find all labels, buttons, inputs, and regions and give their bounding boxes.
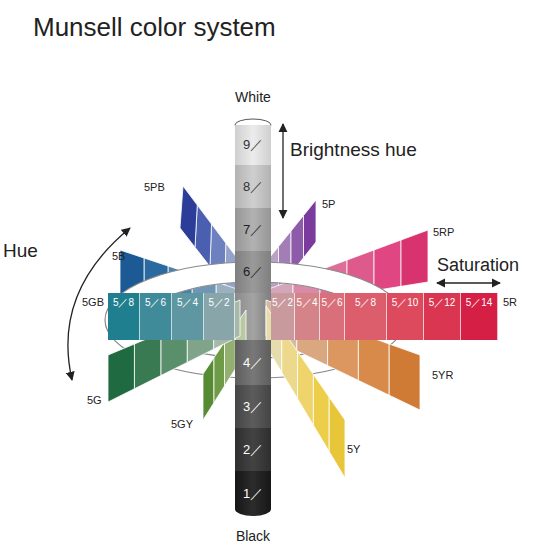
hue-code: 5P: [322, 198, 335, 211]
value-segment: 2／: [235, 428, 271, 471]
color-chip: [108, 344, 134, 402]
hue-code: 5GY: [171, 418, 193, 431]
color-chip: 5／4: [172, 293, 204, 340]
value-segment: 1／: [235, 471, 271, 516]
node-text: 5／10: [392, 296, 419, 310]
color-chip: 5／10: [387, 293, 424, 340]
hue-code: 5YR: [432, 369, 453, 382]
hue-code: 5PB: [144, 181, 165, 194]
node-text: 5／12: [429, 296, 456, 310]
value-segment: 9／: [235, 125, 271, 165]
color-chip: 5／6: [320, 293, 345, 340]
value-segment: 3／: [235, 385, 271, 428]
color-chip: [304, 200, 317, 258]
color-chip: [214, 342, 225, 403]
pole-label: Black: [223, 528, 283, 544]
node-text: 5／4: [177, 296, 198, 310]
hue-code: 5R: [503, 296, 517, 309]
color-chip: [180, 186, 197, 247]
node-text: 8／: [243, 178, 263, 196]
color-chip: [203, 358, 214, 420]
hue-code: 5Y: [347, 443, 360, 456]
color-chip: 5／4: [295, 293, 320, 340]
color-chip: 5／12: [424, 293, 461, 340]
hue-code: 5RP: [433, 226, 454, 239]
color-chip: [298, 352, 314, 426]
color-chip: [329, 397, 345, 478]
color-chip: [374, 240, 401, 291]
color-chip: [134, 333, 160, 389]
color-chip: 5／8: [108, 293, 140, 340]
brightness-arrow: [282, 124, 283, 218]
saturation-arrow: [437, 282, 500, 283]
node-text: 9／: [243, 136, 263, 154]
title: Munsell color system: [33, 12, 276, 43]
hue-code: 5G: [87, 394, 102, 407]
node-text: 5／8: [113, 296, 134, 310]
node-text: 3／: [243, 398, 263, 416]
color-chip: [358, 333, 389, 395]
value-segment: 4／: [235, 340, 271, 385]
node-text: 5／6: [145, 296, 166, 310]
value-segment: 7／: [235, 208, 271, 251]
color-chip: 5／6: [140, 293, 172, 340]
node-text: 2／: [243, 441, 263, 459]
color-chip: [401, 230, 428, 286]
node-text: 7／: [243, 221, 263, 239]
node-text: 5／8: [355, 296, 376, 310]
color-chip: 5／2: [271, 293, 295, 340]
axis-label: Saturation: [437, 255, 519, 276]
node-text: 5／4: [296, 296, 317, 310]
node-text: 5／14: [466, 296, 493, 310]
node-text: 5／6: [321, 296, 342, 310]
color-chip: [389, 344, 420, 410]
color-chip: [195, 205, 212, 267]
value-segment: 6／: [235, 251, 271, 293]
node-text: 5／2: [272, 296, 293, 310]
hue-code: 5B: [112, 250, 125, 263]
axis-label: Brightness hue: [290, 139, 417, 161]
hue-code: 5GB: [82, 296, 104, 309]
node-text: 4／: [243, 354, 263, 372]
node-text: 5／2: [208, 296, 229, 310]
color-chip: 5／14: [461, 293, 498, 340]
node-text: 6／: [243, 263, 263, 281]
color-chip: 5／8: [345, 293, 387, 340]
color-chip: 5／2: [204, 293, 235, 340]
axis-label: Hue: [3, 240, 38, 262]
pole-label: White: [228, 89, 278, 105]
value-segment: 8／: [235, 165, 271, 208]
color-chip: [313, 374, 329, 451]
node-text: 1／: [243, 485, 263, 503]
